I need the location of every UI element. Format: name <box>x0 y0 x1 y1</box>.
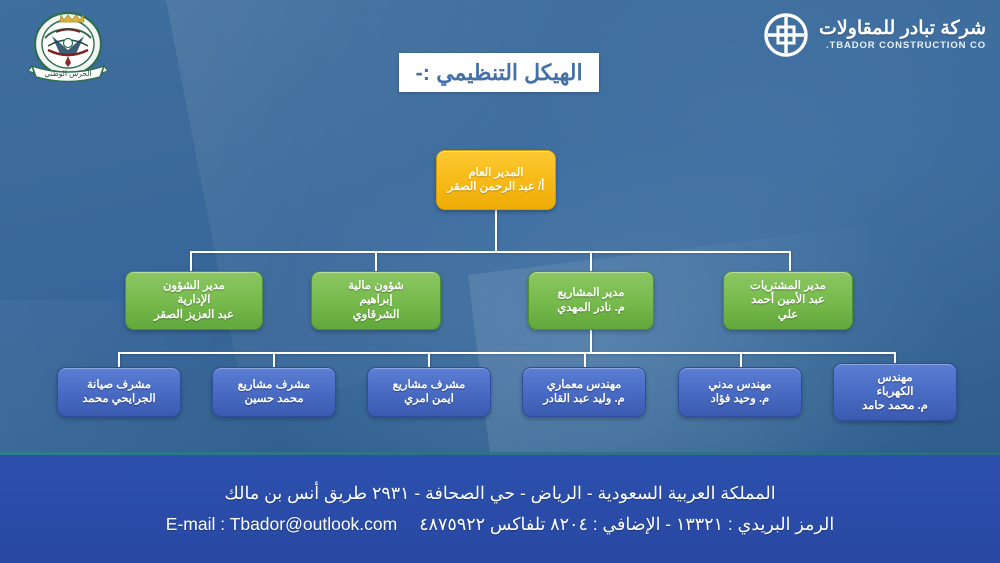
footer-divider <box>0 452 1000 455</box>
page-title: الهيكل التنظيمي :- <box>399 53 599 92</box>
connector-drop-finance <box>375 251 377 273</box>
footer-email[interactable]: E-mail : Tbador@outlook.com <box>165 514 398 534</box>
connector-drop-supervisor-2 <box>428 352 430 368</box>
company-brand-text: شركة تبادر للمقاولات TBADOR CONSTRUCTION… <box>819 19 986 51</box>
connector-drop-electrical <box>894 352 896 364</box>
connector-drop-architect <box>584 352 586 368</box>
connector-gm-stem <box>495 210 497 252</box>
connector-drop-admin <box>190 251 192 273</box>
page-title-text: الهيكل التنظيمي :- <box>415 59 583 85</box>
company-brand: شركة تبادر للمقاولات TBADOR CONSTRUCTION… <box>763 12 986 58</box>
connector-drop-maintenance <box>118 352 120 368</box>
connector-drop-supervisor-1 <box>273 352 275 368</box>
connector-projects-stem <box>590 330 592 354</box>
footer-contact-row: الرمز البريدي : ١٣٣٢١ - الإضافي : ٨٢٠٤ ت… <box>166 514 834 535</box>
connector-drop-purchasing <box>789 251 791 273</box>
connector-level2-bus <box>190 251 791 253</box>
company-name-english: TBADOR CONSTRUCTION CO. <box>825 39 986 51</box>
footer-band: المملكة العربية السعودية - الرياض - حي ا… <box>0 455 1000 563</box>
connector-drop-projects <box>590 251 592 273</box>
svg-text:الحرس الوطني: الحرس الوطني <box>44 69 91 78</box>
connector-drop-civil <box>740 352 742 368</box>
footer-postal-and-fax: الرمز البريدي : ١٣٣٢١ - الإضافي : ٨٢٠٤ ت… <box>419 514 835 534</box>
footer-address: المملكة العربية السعودية - الرياض - حي ا… <box>224 483 776 503</box>
company-name-arabic: شركة تبادر للمقاولات <box>818 18 986 40</box>
tbador-circular-cross-logo-icon <box>763 12 809 58</box>
saudi-royal-emblem-icon: الحرس الوطني <box>18 6 118 88</box>
connector-level3-bus <box>118 352 895 354</box>
